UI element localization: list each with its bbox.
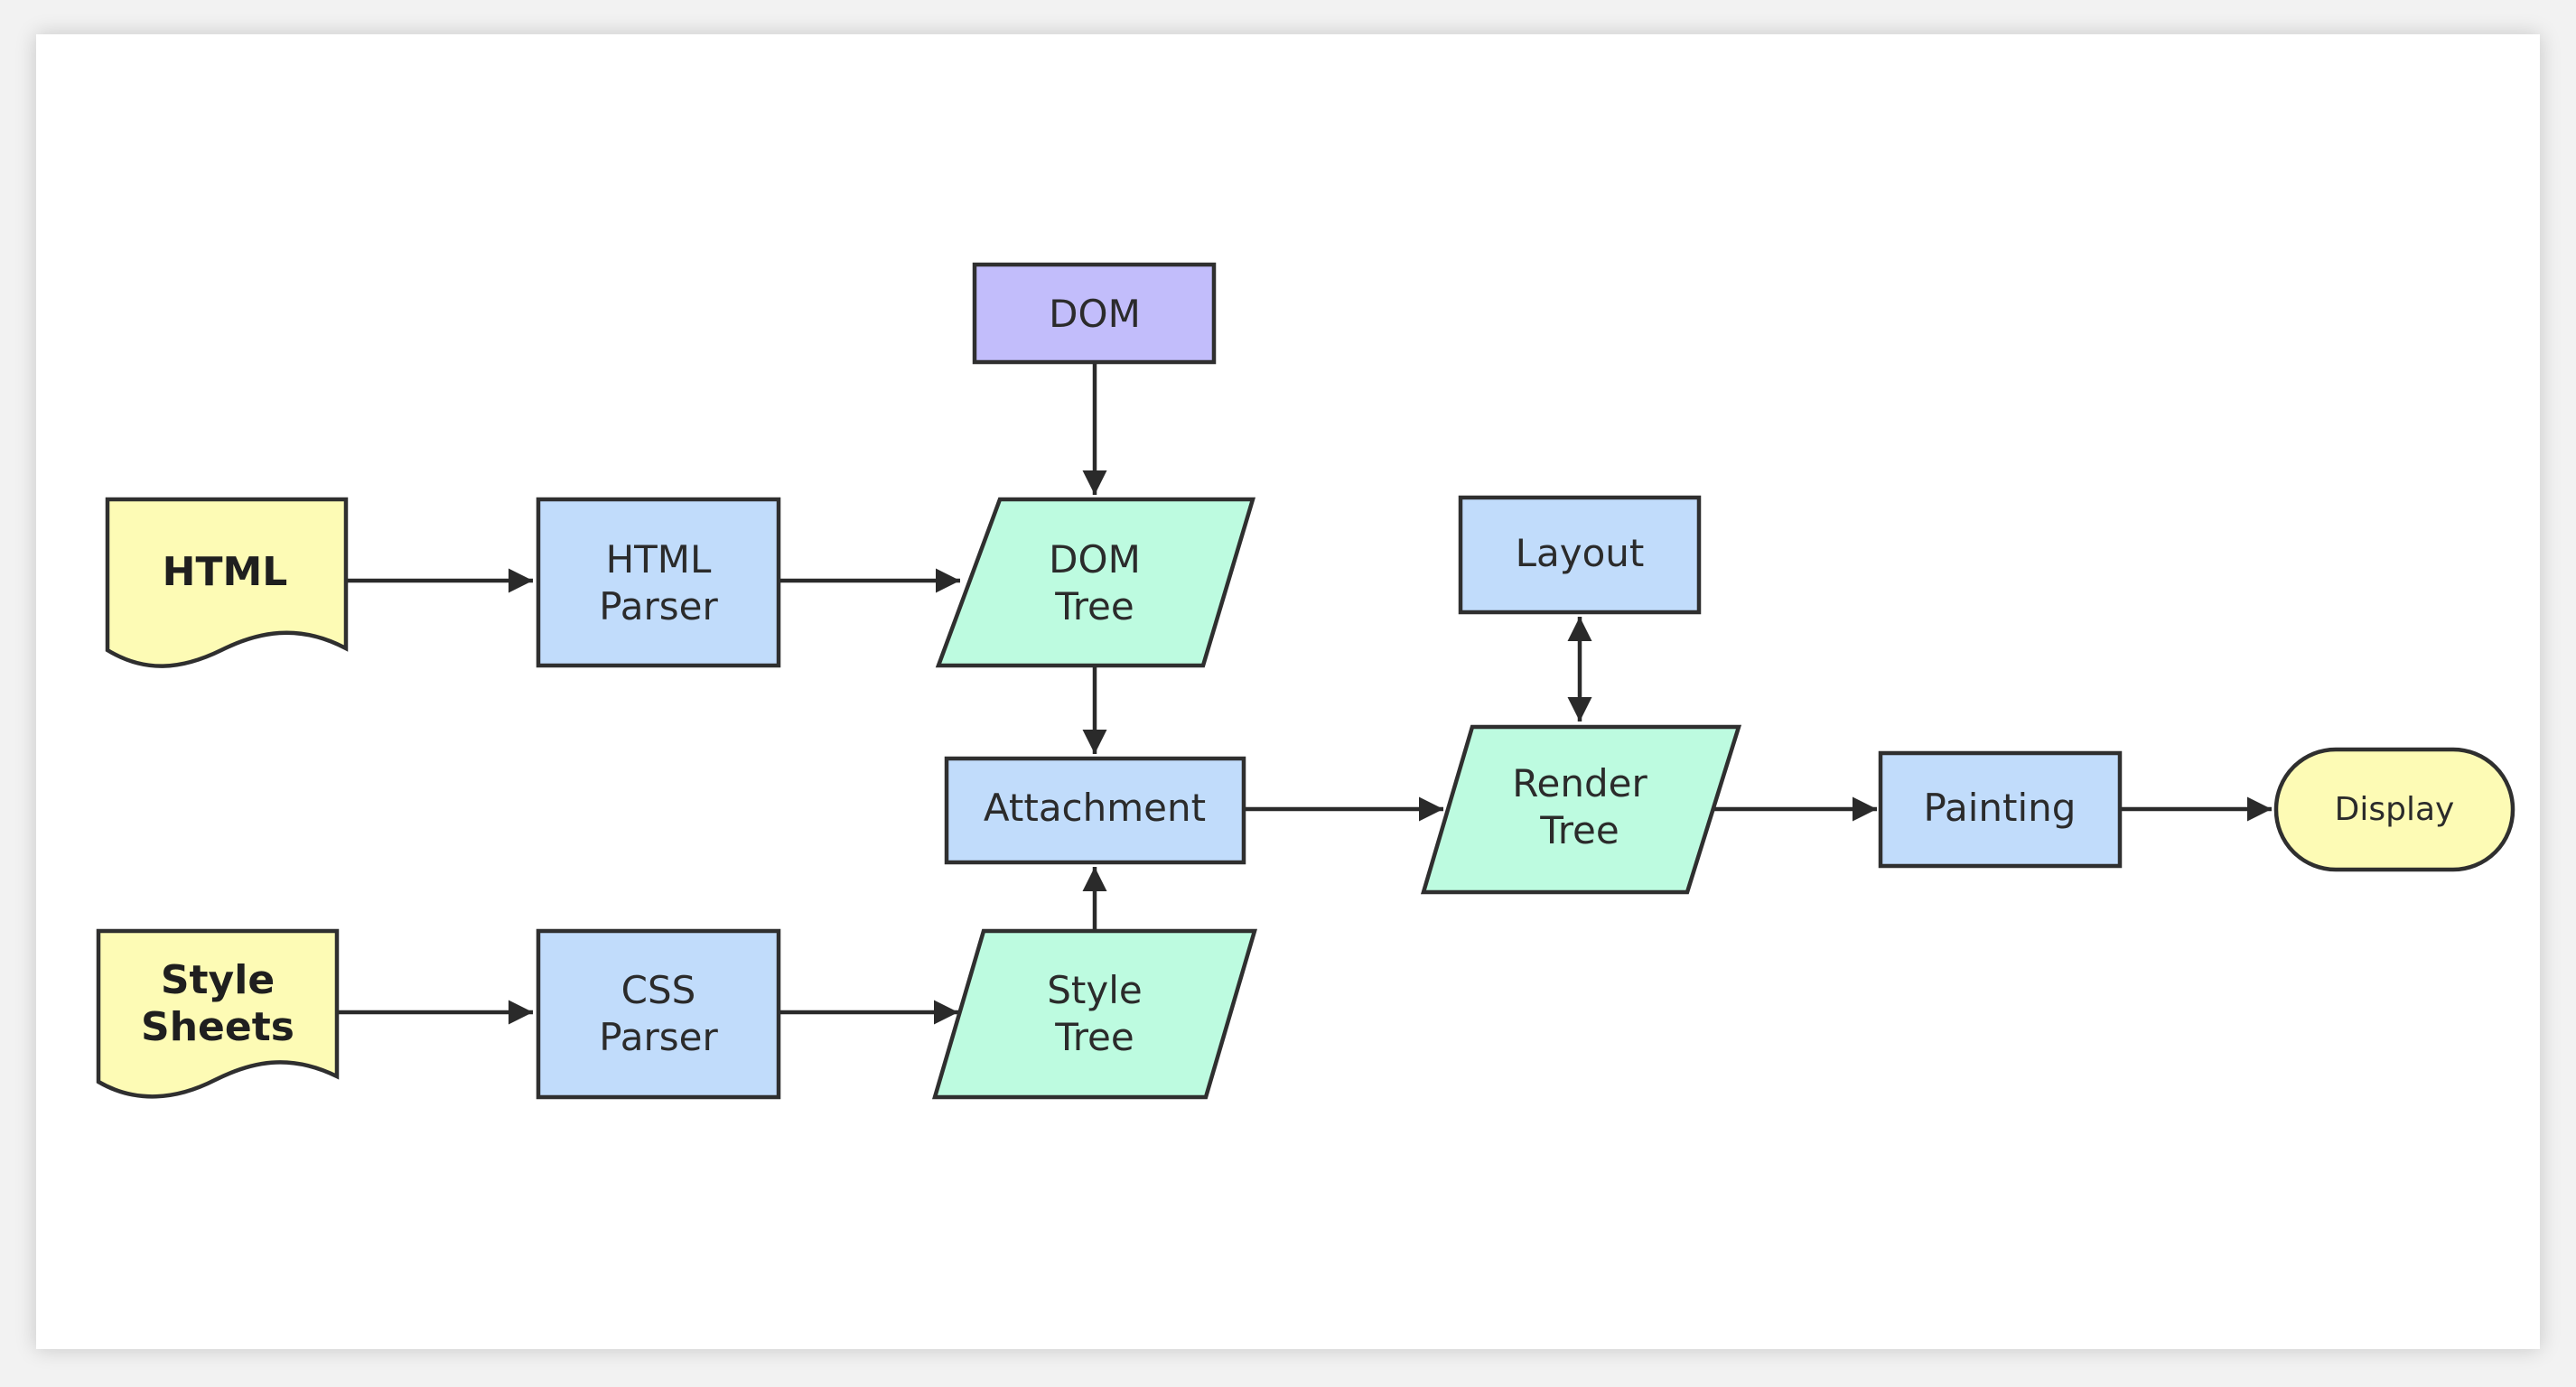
node-attachment: Attachment xyxy=(944,756,1246,865)
document-shape xyxy=(96,928,340,1099)
terminal-shape xyxy=(2273,747,2515,872)
process-shape xyxy=(536,928,781,1100)
node-display: Display xyxy=(2273,747,2515,872)
node-style-tree-label-1: Style xyxy=(1047,968,1143,1012)
node-style-sheets-label-1: Style xyxy=(161,957,275,1003)
process-shape xyxy=(1458,495,1702,615)
node-style-tree: Style Tree xyxy=(931,928,1258,1100)
node-dom-tree: DOM Tree xyxy=(935,497,1256,668)
node-css-parser-label-1: CSS xyxy=(621,968,696,1012)
data-shape xyxy=(1420,724,1742,895)
node-html-label: HTML xyxy=(163,549,288,595)
node-html: HTML xyxy=(105,497,349,668)
node-dom-label: DOM xyxy=(1049,292,1141,336)
node-dom-tree-label-1: DOM xyxy=(1049,537,1141,582)
node-layout: Layout xyxy=(1458,495,1702,615)
node-render-tree: Render Tree xyxy=(1420,724,1742,895)
data-shape xyxy=(935,497,1256,668)
node-render-tree-label-2: Tree xyxy=(1539,808,1619,852)
diagram-card xyxy=(36,34,2540,1349)
node-attachment-label: Attachment xyxy=(984,786,1206,830)
edges xyxy=(337,362,2272,1025)
source-shape xyxy=(972,262,1217,365)
node-render-tree-label-1: Render xyxy=(1512,761,1647,805)
document-shape xyxy=(105,497,349,668)
node-style-tree-label-2: Tree xyxy=(1054,1015,1134,1059)
node-css-parser-label-2: Parser xyxy=(599,1015,718,1059)
node-painting: Painting xyxy=(1878,750,2123,869)
node-html-parser: HTML Parser xyxy=(536,497,781,668)
process-shape xyxy=(536,497,781,668)
node-style-sheets-label-2: Sheets xyxy=(141,1004,294,1050)
data-shape xyxy=(931,928,1258,1100)
node-display-label: Display xyxy=(2335,791,2455,828)
node-html-parser-label-2: Parser xyxy=(599,584,718,628)
node-style-sheets: Style Sheets xyxy=(96,928,340,1099)
process-shape xyxy=(944,756,1246,865)
node-css-parser: CSS Parser xyxy=(536,928,781,1100)
process-shape xyxy=(1878,750,2123,869)
node-painting-label: Painting xyxy=(1924,786,2077,830)
node-dom: DOM xyxy=(972,262,1217,365)
node-layout-label: Layout xyxy=(1516,531,1645,575)
node-dom-tree-label-2: Tree xyxy=(1054,584,1134,628)
node-html-parser-label-1: HTML xyxy=(606,537,712,582)
